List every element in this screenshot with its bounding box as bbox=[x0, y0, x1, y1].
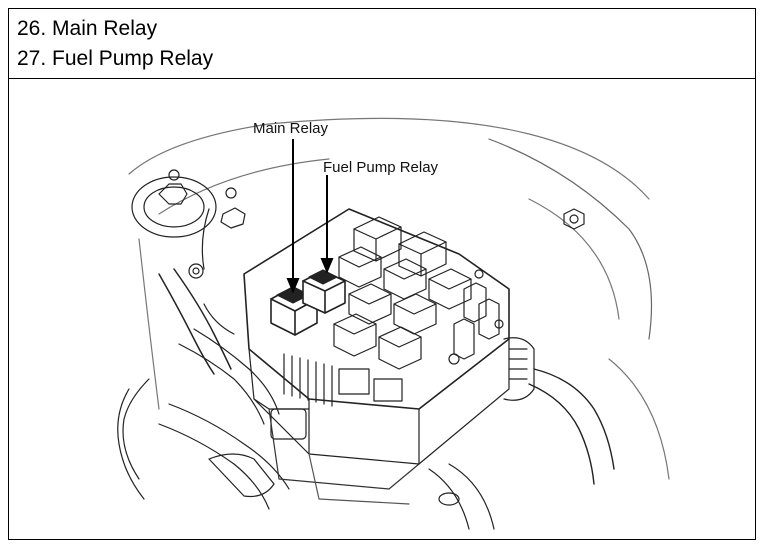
legend-item-fuel-pump-relay: 27. Fuel Pump Relay bbox=[17, 47, 214, 70]
engine-bay-relay-diagram: Main Relay Fuel Pump Relay bbox=[117, 117, 670, 530]
callout-main-relay: Main Relay bbox=[253, 120, 329, 137]
legend-header: 26. Main Relay 27. Fuel Pump Relay bbox=[9, 9, 755, 79]
legend-item-main-relay: 26. Main Relay bbox=[17, 17, 158, 40]
callout-fuel-pump-relay: Fuel Pump Relay bbox=[323, 159, 439, 176]
figure-frame: 26. Main Relay 27. Fuel Pump Relay bbox=[8, 8, 756, 540]
